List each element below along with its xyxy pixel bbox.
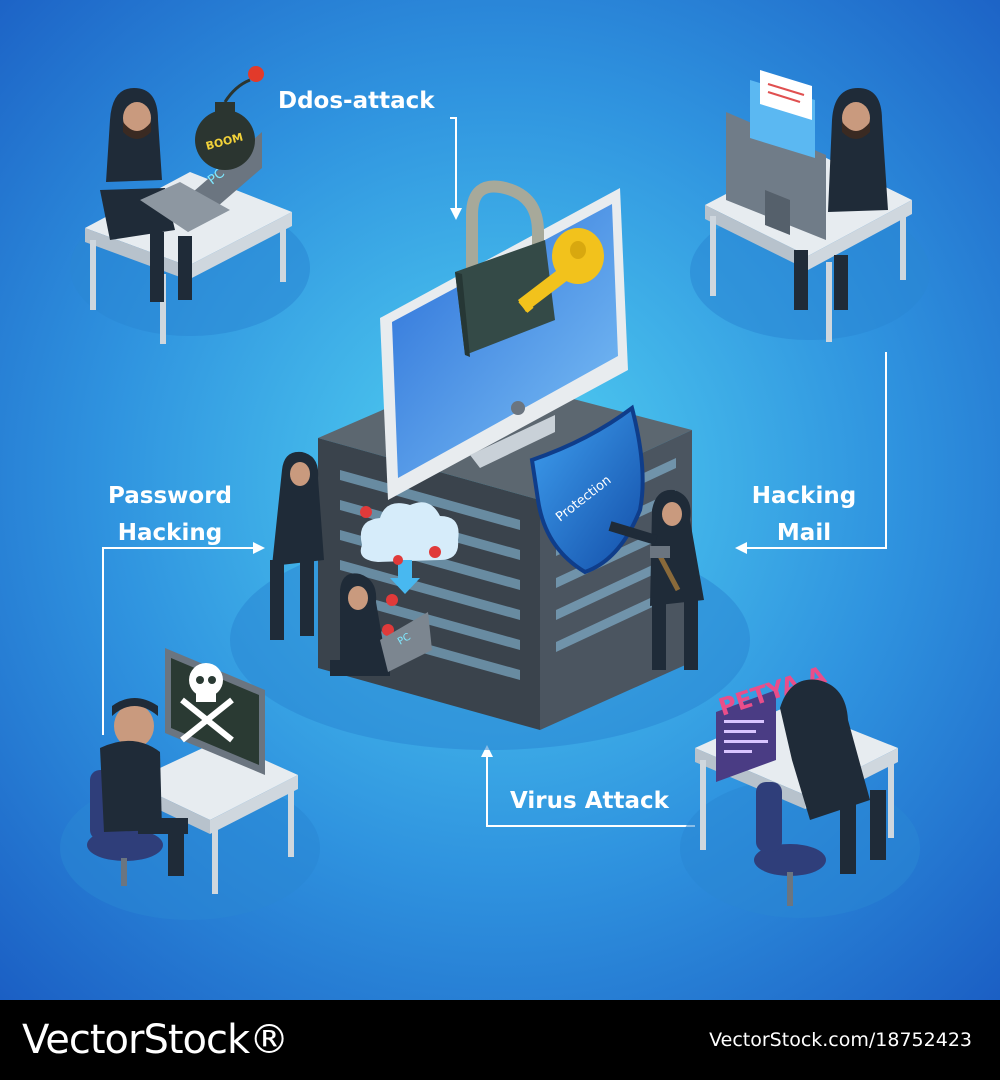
mail-scene — [705, 70, 912, 342]
connector-arrows — [102, 117, 887, 827]
bomb-icon: BOOM — [195, 66, 264, 170]
label-ddos: Ddos-attack — [278, 88, 435, 114]
password-scene — [87, 648, 298, 894]
skull-icon — [180, 663, 234, 743]
infographic-canvas: PC BOOM — [0, 0, 1000, 1000]
bug-icon — [360, 506, 441, 636]
envelope-icon — [750, 70, 815, 158]
isometric-artwork: PC BOOM — [0, 0, 1000, 1000]
watermark-brand: VectorStock® — [22, 1017, 289, 1063]
label-password-line1: Password — [108, 483, 232, 509]
label-password-line2: Hacking — [118, 520, 222, 546]
watermark-id: VectorStock.com/18752423 — [709, 1029, 972, 1051]
label-mail-line2: Mail — [777, 520, 831, 546]
key-icon — [518, 228, 604, 313]
label-mail-line1: Hacking — [752, 483, 856, 509]
padlock-icon — [455, 180, 555, 357]
label-virus: Virus Attack — [510, 788, 670, 814]
ddos-scene: PC BOOM — [85, 66, 292, 344]
watermark-footer: VectorStock® VectorStock.com/18752423 — [0, 1000, 1000, 1080]
center-hackers: PC — [270, 451, 704, 676]
